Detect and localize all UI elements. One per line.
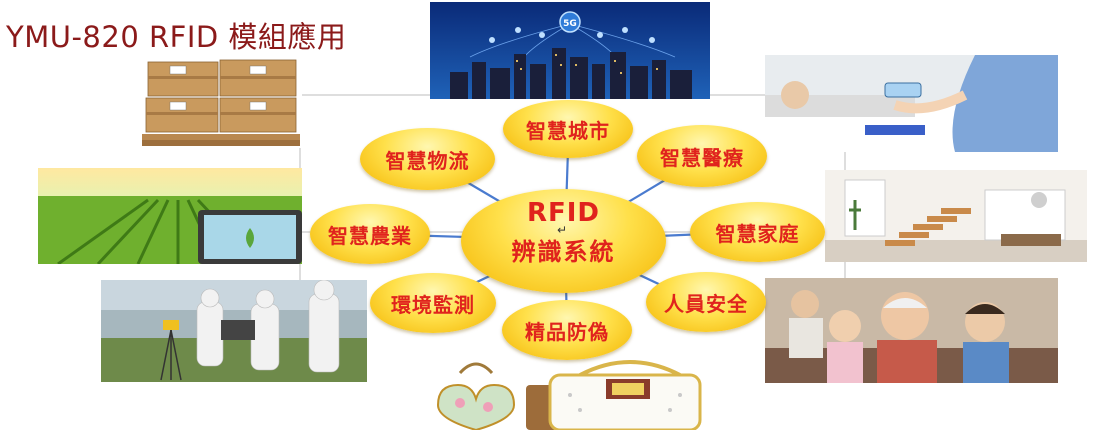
logistics-photo xyxy=(140,52,302,148)
node-environment-monitoring: 環境監測 xyxy=(370,273,496,333)
return-glyph: ↵ xyxy=(557,223,568,237)
page-title: YMU-820 RFID 模組應用 xyxy=(6,20,347,54)
node-smart-logistics: 智慧物流 xyxy=(360,128,495,190)
personnel-safety-photo xyxy=(765,278,1058,383)
medical-photo xyxy=(765,55,1058,152)
center-title: RFID xyxy=(526,198,601,228)
node-label: 環境監測 xyxy=(391,292,475,317)
smart-city-photo: 5G xyxy=(430,2,710,99)
node-smart-agriculture: 智慧農業 xyxy=(310,204,430,264)
node-smart-city: 智慧城市 xyxy=(503,100,633,158)
luxury-goods-photo xyxy=(430,355,708,430)
city-5g-badge: 5G xyxy=(563,19,577,29)
agriculture-photo xyxy=(38,168,302,264)
node-label: 智慧物流 xyxy=(385,148,470,173)
node-label: 智慧家庭 xyxy=(715,221,800,246)
node-luxury-anti-counterfeit: 精品防偽 xyxy=(502,300,632,360)
node-label: 人員安全 xyxy=(664,291,748,316)
environment-photo xyxy=(101,280,367,382)
node-label: 精品防偽 xyxy=(525,319,609,344)
node-smart-home: 智慧家庭 xyxy=(690,202,825,262)
node-smart-medical: 智慧醫療 xyxy=(637,125,767,187)
smart-home-photo xyxy=(825,170,1087,262)
center-node-rfid-system: RFID ↵ 辨識系統 xyxy=(461,189,666,293)
node-label: 智慧醫療 xyxy=(660,145,744,170)
node-personnel-safety: 人員安全 xyxy=(646,272,766,332)
node-label: 智慧農業 xyxy=(328,223,412,248)
center-subtitle: 辨識系統 xyxy=(511,238,616,266)
node-label: 智慧城市 xyxy=(526,118,610,143)
